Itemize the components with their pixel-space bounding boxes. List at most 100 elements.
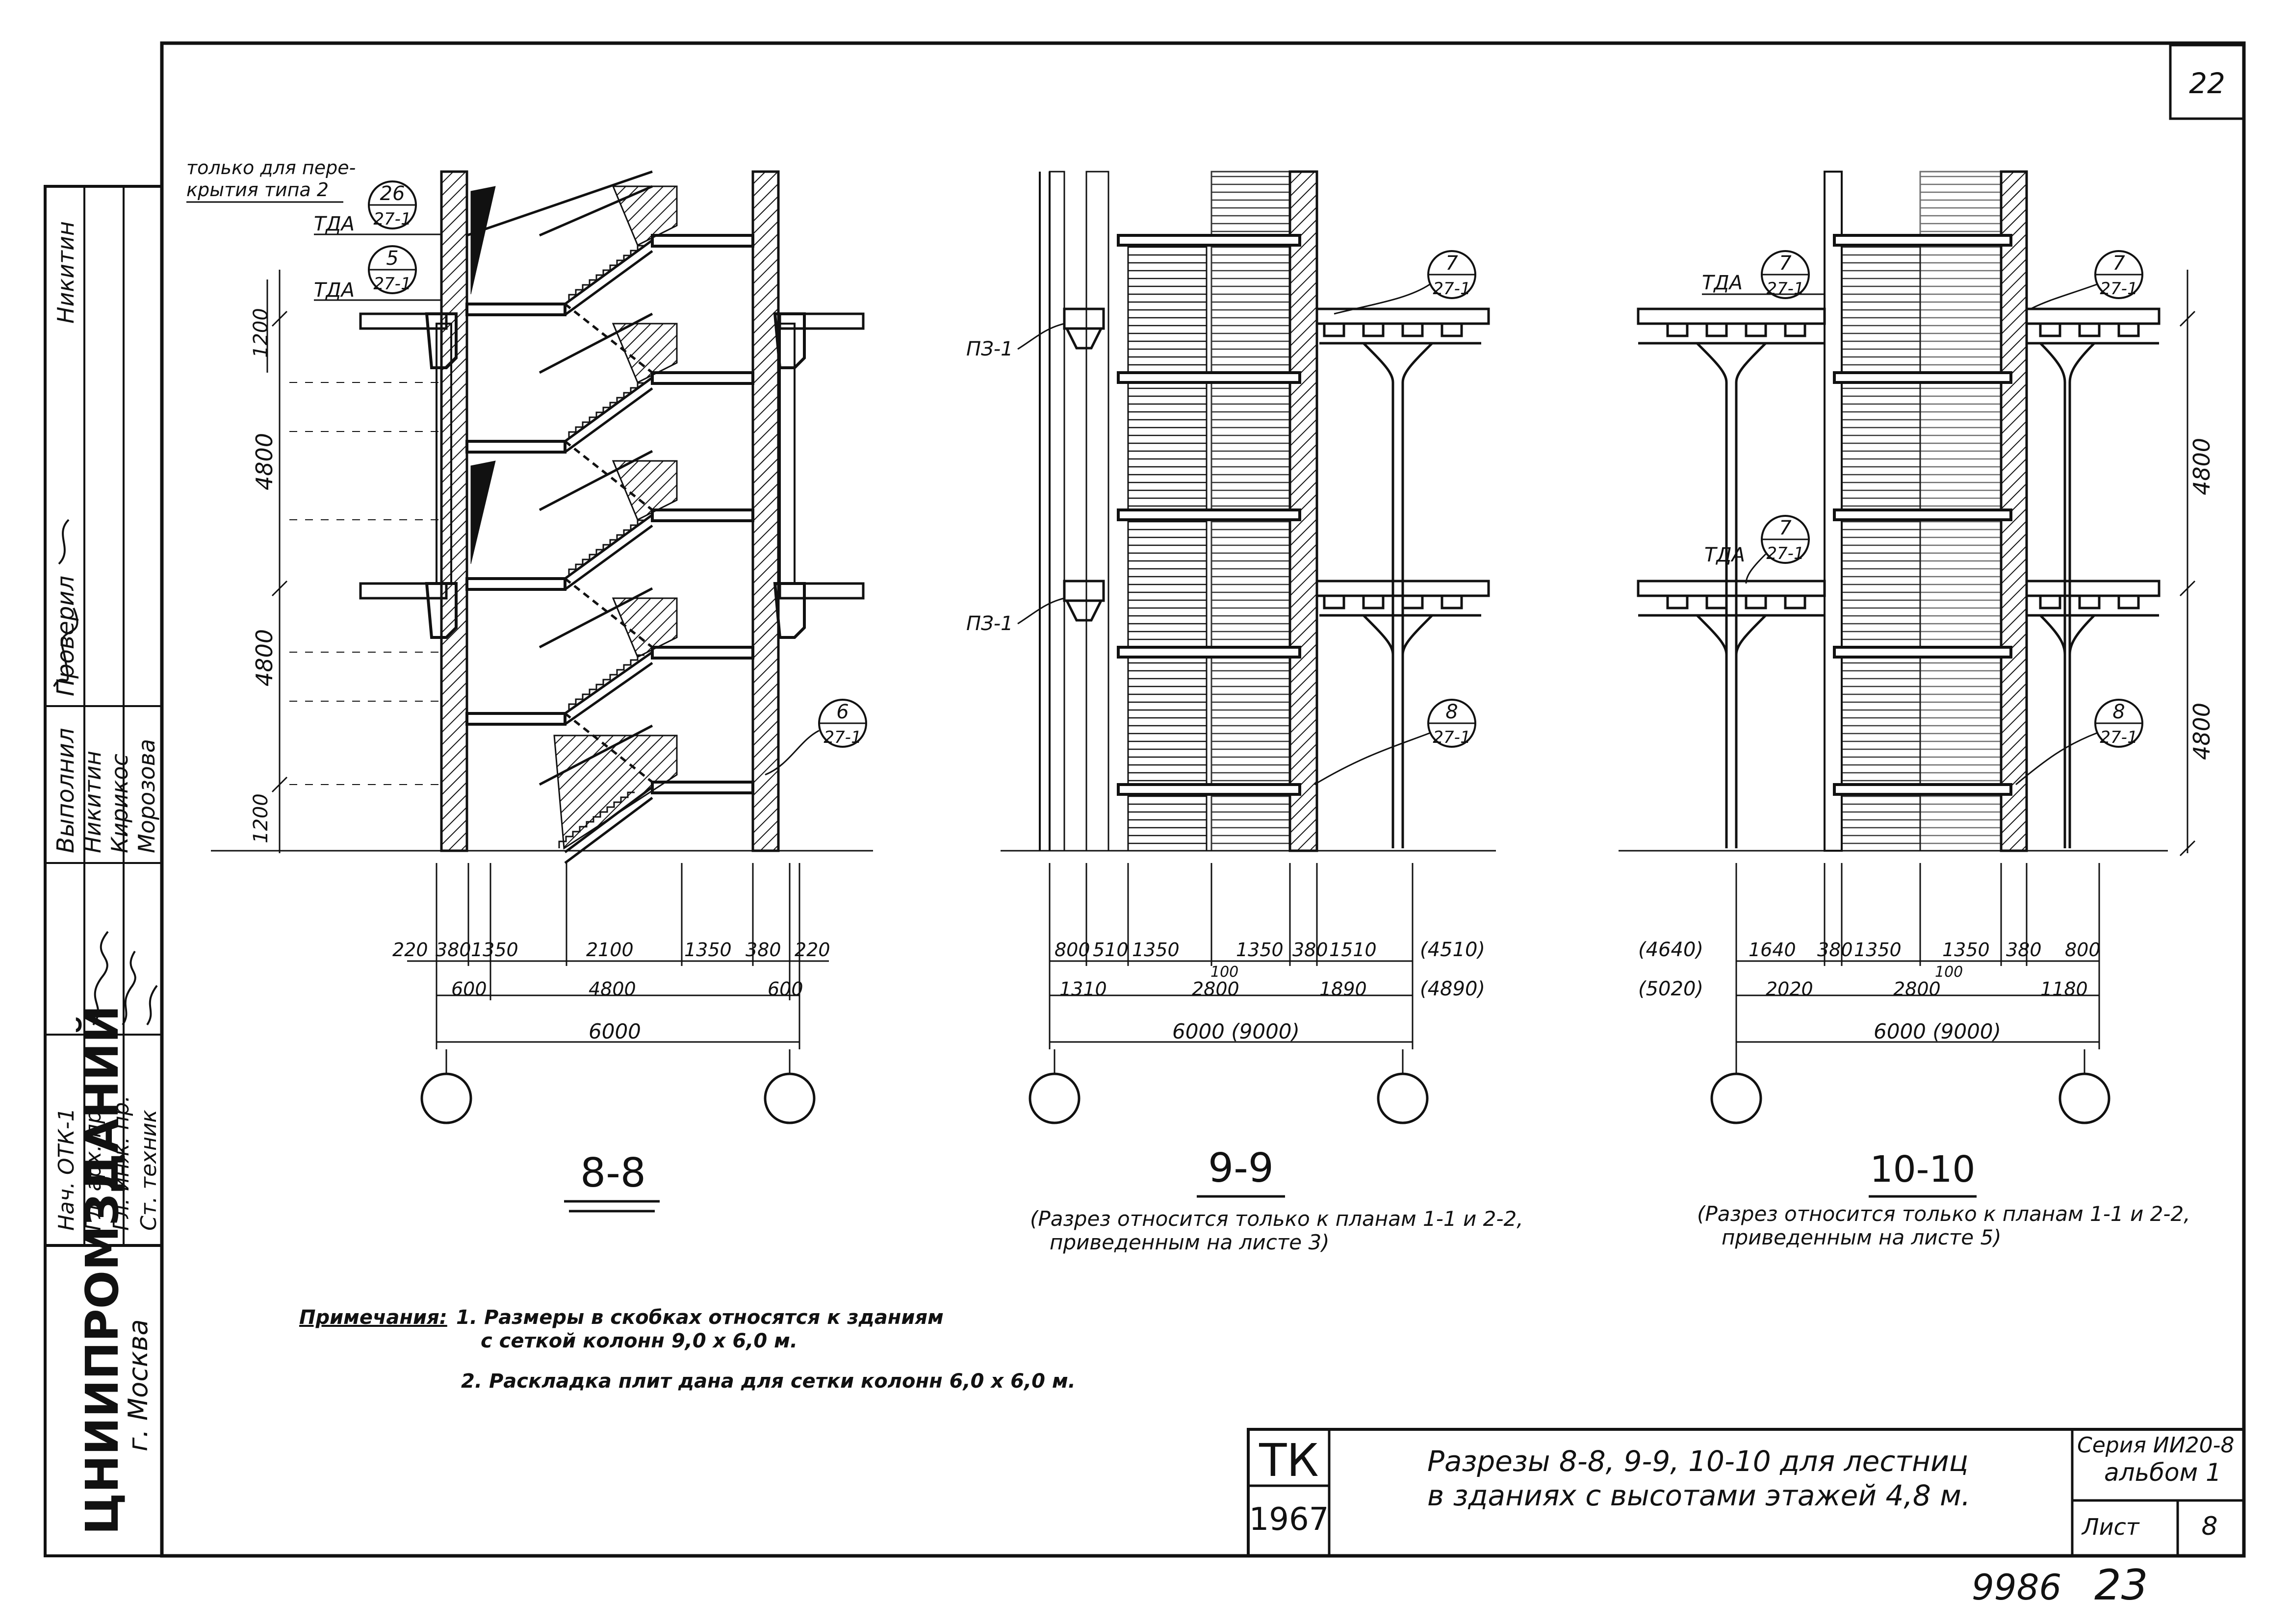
s99-subtitle-1: (Разрез относится только к планам 1-1 и … xyxy=(1030,1207,1523,1231)
s88-title: 8-8 xyxy=(580,1150,646,1196)
s1010-dim-100: 100 xyxy=(1935,964,1963,981)
s1010-dim-2020: 2020 xyxy=(1766,978,1813,1000)
svg-text:27-1: 27-1 xyxy=(1433,728,1470,747)
role-2: Гл. арх. пр. xyxy=(81,1103,106,1231)
s99-tag-8: 8 27-1 xyxy=(1314,699,1476,786)
section-10-10: 7 27-1 ТДА 7 27-1 7 27-1 ТДА 8 27-1 xyxy=(1619,170,2215,1249)
s1010-dim-5020: (5020) xyxy=(1638,978,1703,1000)
s99-dim-1350-a: 1350 xyxy=(1132,939,1180,961)
s99-title: 9-9 xyxy=(1208,1145,1274,1192)
s99-axis-left xyxy=(1029,1072,1081,1124)
s99-dim-4890: (4890) xyxy=(1420,978,1485,1000)
s88-dim-1350-right: 1350 xyxy=(684,939,732,961)
s99-axis-right xyxy=(1377,1072,1429,1124)
s88-dim-600-left: 600 xyxy=(451,978,487,1000)
footer-number: 9986 xyxy=(1972,1567,2061,1608)
executed-name-3: Морозова xyxy=(133,739,160,853)
s1010-vdim-4800-bottom: 4800 xyxy=(2188,703,2215,760)
executed-name-2: Кирикос xyxy=(106,754,133,853)
footer-page: 23 xyxy=(2094,1561,2148,1610)
left-stamp: Нач. ОТК-1 Гл. арх. пр. Гл. инж. пр. Ст.… xyxy=(44,185,163,1557)
s1010-tag-7-a: 7 27-1 ТДА xyxy=(1702,250,1825,299)
s88-tag-26: 26 27-1 ТДА xyxy=(314,180,441,235)
s88-note-line1: только для пере- xyxy=(186,157,356,178)
page-number: 22 xyxy=(2189,67,2225,100)
svg-text:ТДА: ТДА xyxy=(314,279,355,302)
s88-dim-600-right: 600 xyxy=(768,978,803,1000)
svg-text:27-1: 27-1 xyxy=(2100,728,2137,747)
s99-label-pz1-top: ПЗ-1 xyxy=(966,338,1013,360)
svg-text:7: 7 xyxy=(2112,252,2125,275)
organization-city: г. Москва xyxy=(123,1319,154,1451)
s99-dim-100: 100 xyxy=(1210,964,1238,981)
role-1: Нач. ОТК-1 xyxy=(54,1108,79,1231)
s88-dim-380-left: 380 xyxy=(436,939,471,961)
tb-title-1: Разрезы 8-8, 9-9, 10-10 для лестниц xyxy=(1427,1445,1968,1478)
executed-name-1: Никитин xyxy=(79,751,106,853)
s88-axis-right xyxy=(764,1072,816,1124)
s1010-dim-1350-b: 1350 xyxy=(1942,939,1990,961)
executed-label: Выполнил xyxy=(52,728,79,853)
s88-vdim-1200-bottom: 1200 xyxy=(250,793,272,843)
s1010-dim-6000: 6000 (9000) xyxy=(1874,1019,2001,1043)
s1010-subtitle-2: приведенным на листе 5) xyxy=(1722,1225,2002,1249)
s99-label-pz1-bottom: ПЗ-1 xyxy=(966,612,1013,635)
tb-album: альбом 1 xyxy=(2104,1458,2221,1487)
tb-series: Серия ИИ20-8 xyxy=(2077,1433,2234,1458)
s88-dim-4800: 4800 xyxy=(589,978,636,1000)
svg-text:27-1: 27-1 xyxy=(1766,279,1804,299)
s88-vdim-4800-bottom: 4800 xyxy=(251,629,278,686)
svg-text:27-1: 27-1 xyxy=(2100,279,2137,299)
s1010-axis-left xyxy=(1710,1072,1762,1124)
svg-text:ТДА: ТДА xyxy=(314,213,355,235)
s1010-subtitle-1: (Разрез относится только к планам 1-1 и … xyxy=(1697,1202,2190,1226)
s1010-axis-right xyxy=(2058,1072,2110,1124)
svg-text:27-1: 27-1 xyxy=(1433,279,1470,299)
tb-year: 1967 xyxy=(1249,1501,1329,1538)
left-wall xyxy=(440,170,468,852)
s99-tag-7: 7 27-1 xyxy=(1334,250,1476,315)
s99-dim-1510: 1510 xyxy=(1329,939,1377,961)
s88-vdim-1200-top: 1200 xyxy=(250,308,272,358)
tb-sheet-no: 8 xyxy=(2201,1512,2217,1541)
s1010-dim-800: 800 xyxy=(2065,939,2101,961)
section-8-8: 4800 4800 1200 1200 только для пере- кры… xyxy=(186,157,873,1213)
s1010-dim-1350-a: 1350 xyxy=(1854,939,1902,961)
s1010-title: 10-10 xyxy=(1870,1148,1975,1191)
s1010-tag-8: 8 27-1 xyxy=(2015,699,2143,786)
s99-dim-4510: (4510) xyxy=(1420,939,1485,961)
s88-tag-6: 6 27-1 xyxy=(765,699,867,776)
notes-label: Примечания: xyxy=(299,1306,447,1329)
s99-dim-2800: 2800 xyxy=(1192,978,1239,1000)
s1010-dim-1180: 1180 xyxy=(2040,978,2088,1000)
s88-note-line2: крытия типа 2 xyxy=(186,179,329,201)
role-3: Гл. инж. пр. xyxy=(109,1095,134,1231)
s88-tag-5: 5 27-1 ТДА xyxy=(314,245,441,302)
s88-axis-left xyxy=(420,1072,472,1124)
s99-dim-800: 800 xyxy=(1055,939,1090,961)
s1010-dim-380-a: 380 xyxy=(1817,939,1853,961)
svg-text:8: 8 xyxy=(1445,701,1458,723)
s99-dim-1310: 1310 xyxy=(1059,978,1107,1000)
svg-text:27-1: 27-1 xyxy=(1766,544,1804,563)
svg-text:ТДА: ТДА xyxy=(1702,272,1743,294)
svg-text:7: 7 xyxy=(1779,517,1792,539)
s99-dim-380: 380 xyxy=(1292,939,1328,961)
tb-title-2: в зданиях с высотами этажей 4,8 м. xyxy=(1427,1479,1970,1512)
svg-text:8: 8 xyxy=(2112,701,2125,723)
s99-dim-1350-b: 1350 xyxy=(1236,939,1284,961)
svg-text:26: 26 xyxy=(380,182,405,205)
s99-dim-6000: 6000 (9000) xyxy=(1172,1019,1300,1043)
section-9-9: ПЗ-1 ПЗ-1 7 27-1 8 27-1 xyxy=(966,170,1523,1254)
s99-dim-1890: 1890 xyxy=(1319,978,1367,1000)
s1010-dim-2800: 2800 xyxy=(1893,978,1941,1000)
note-1-line1: 1. Размеры в скобках относятся к зданиям xyxy=(456,1306,944,1329)
s1010-dim-4640: (4640) xyxy=(1638,939,1703,961)
tb-sheet-label: Лист xyxy=(2081,1514,2140,1540)
s99-dim-510: 510 xyxy=(1093,939,1129,961)
svg-text:6: 6 xyxy=(836,701,849,723)
svg-text:7: 7 xyxy=(1445,252,1458,275)
s88-dim-1350-left: 1350 xyxy=(471,939,518,961)
s88-vdim-4800-top: 4800 xyxy=(251,433,278,490)
